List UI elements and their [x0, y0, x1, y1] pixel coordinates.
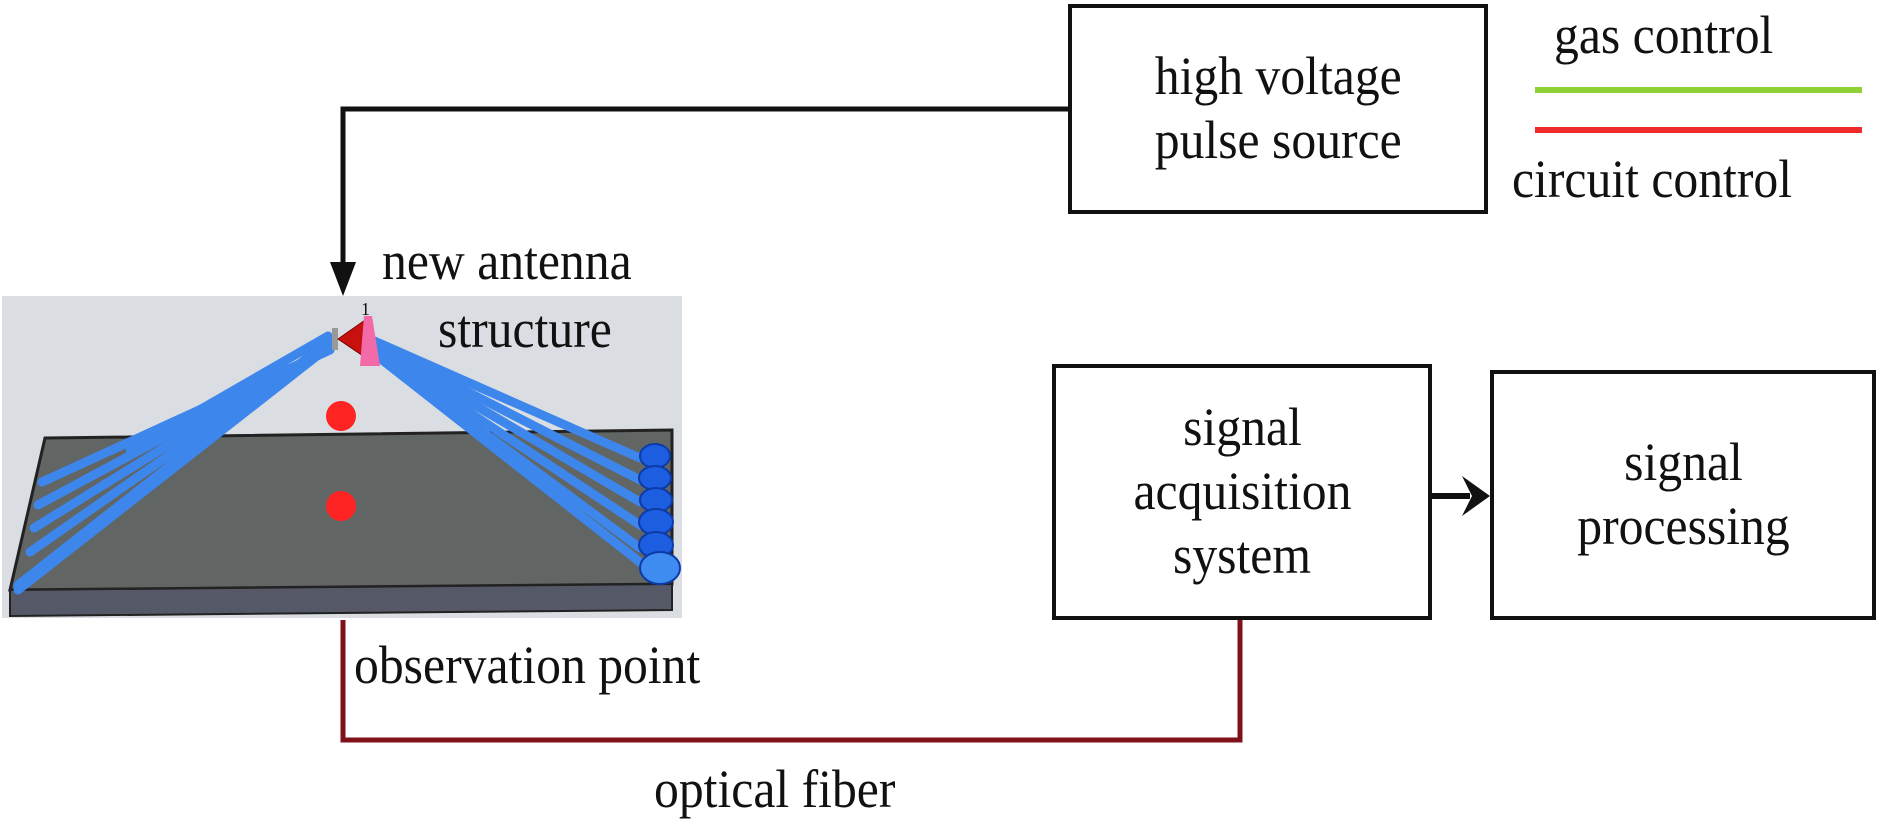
- block-line: signal: [1182, 397, 1302, 458]
- legend-gas-control-label: gas control: [1554, 5, 1774, 65]
- high-voltage-pulse-source-block: high voltage pulse source: [1068, 4, 1488, 214]
- signal-processing-block: signal processing: [1490, 370, 1876, 620]
- right-ray-beams: [367, 335, 655, 575]
- observation-point-label: observation point: [354, 635, 701, 695]
- ground-plate-side: [9, 582, 673, 618]
- optical-fiber-label: optical fiber: [654, 759, 896, 819]
- optical-fiber-line: [340, 616, 1243, 743]
- block-line: system: [1172, 524, 1311, 585]
- legend-circuit-control-label: circuit control: [1512, 149, 1793, 209]
- transmitter-horn-icon: [332, 316, 380, 366]
- left-ray-beams: [13, 331, 335, 595]
- block-line: processing: [1576, 496, 1790, 556]
- signal-acquisition-system-block: signal acquisition system: [1052, 364, 1432, 620]
- observation-point-upper: [326, 401, 356, 431]
- block-line: signal: [1623, 432, 1743, 493]
- pulse-arrowhead: [330, 262, 356, 296]
- antenna-label-line2: structure: [438, 299, 612, 359]
- observation-point-lower: [326, 491, 356, 521]
- block-line: pulse source: [1154, 110, 1402, 170]
- acq-to-proc-arrowhead: [1462, 476, 1490, 516]
- block-line: high voltage: [1154, 46, 1402, 107]
- antenna-label-line1: new antenna: [382, 231, 632, 291]
- block-line: acquisition: [1132, 461, 1352, 522]
- port-number-label: 1: [361, 299, 370, 319]
- pulse-wire: [340, 106, 1068, 278]
- antenna-simulation-scene: [2, 296, 682, 618]
- receiver-horn-array: [638, 443, 681, 585]
